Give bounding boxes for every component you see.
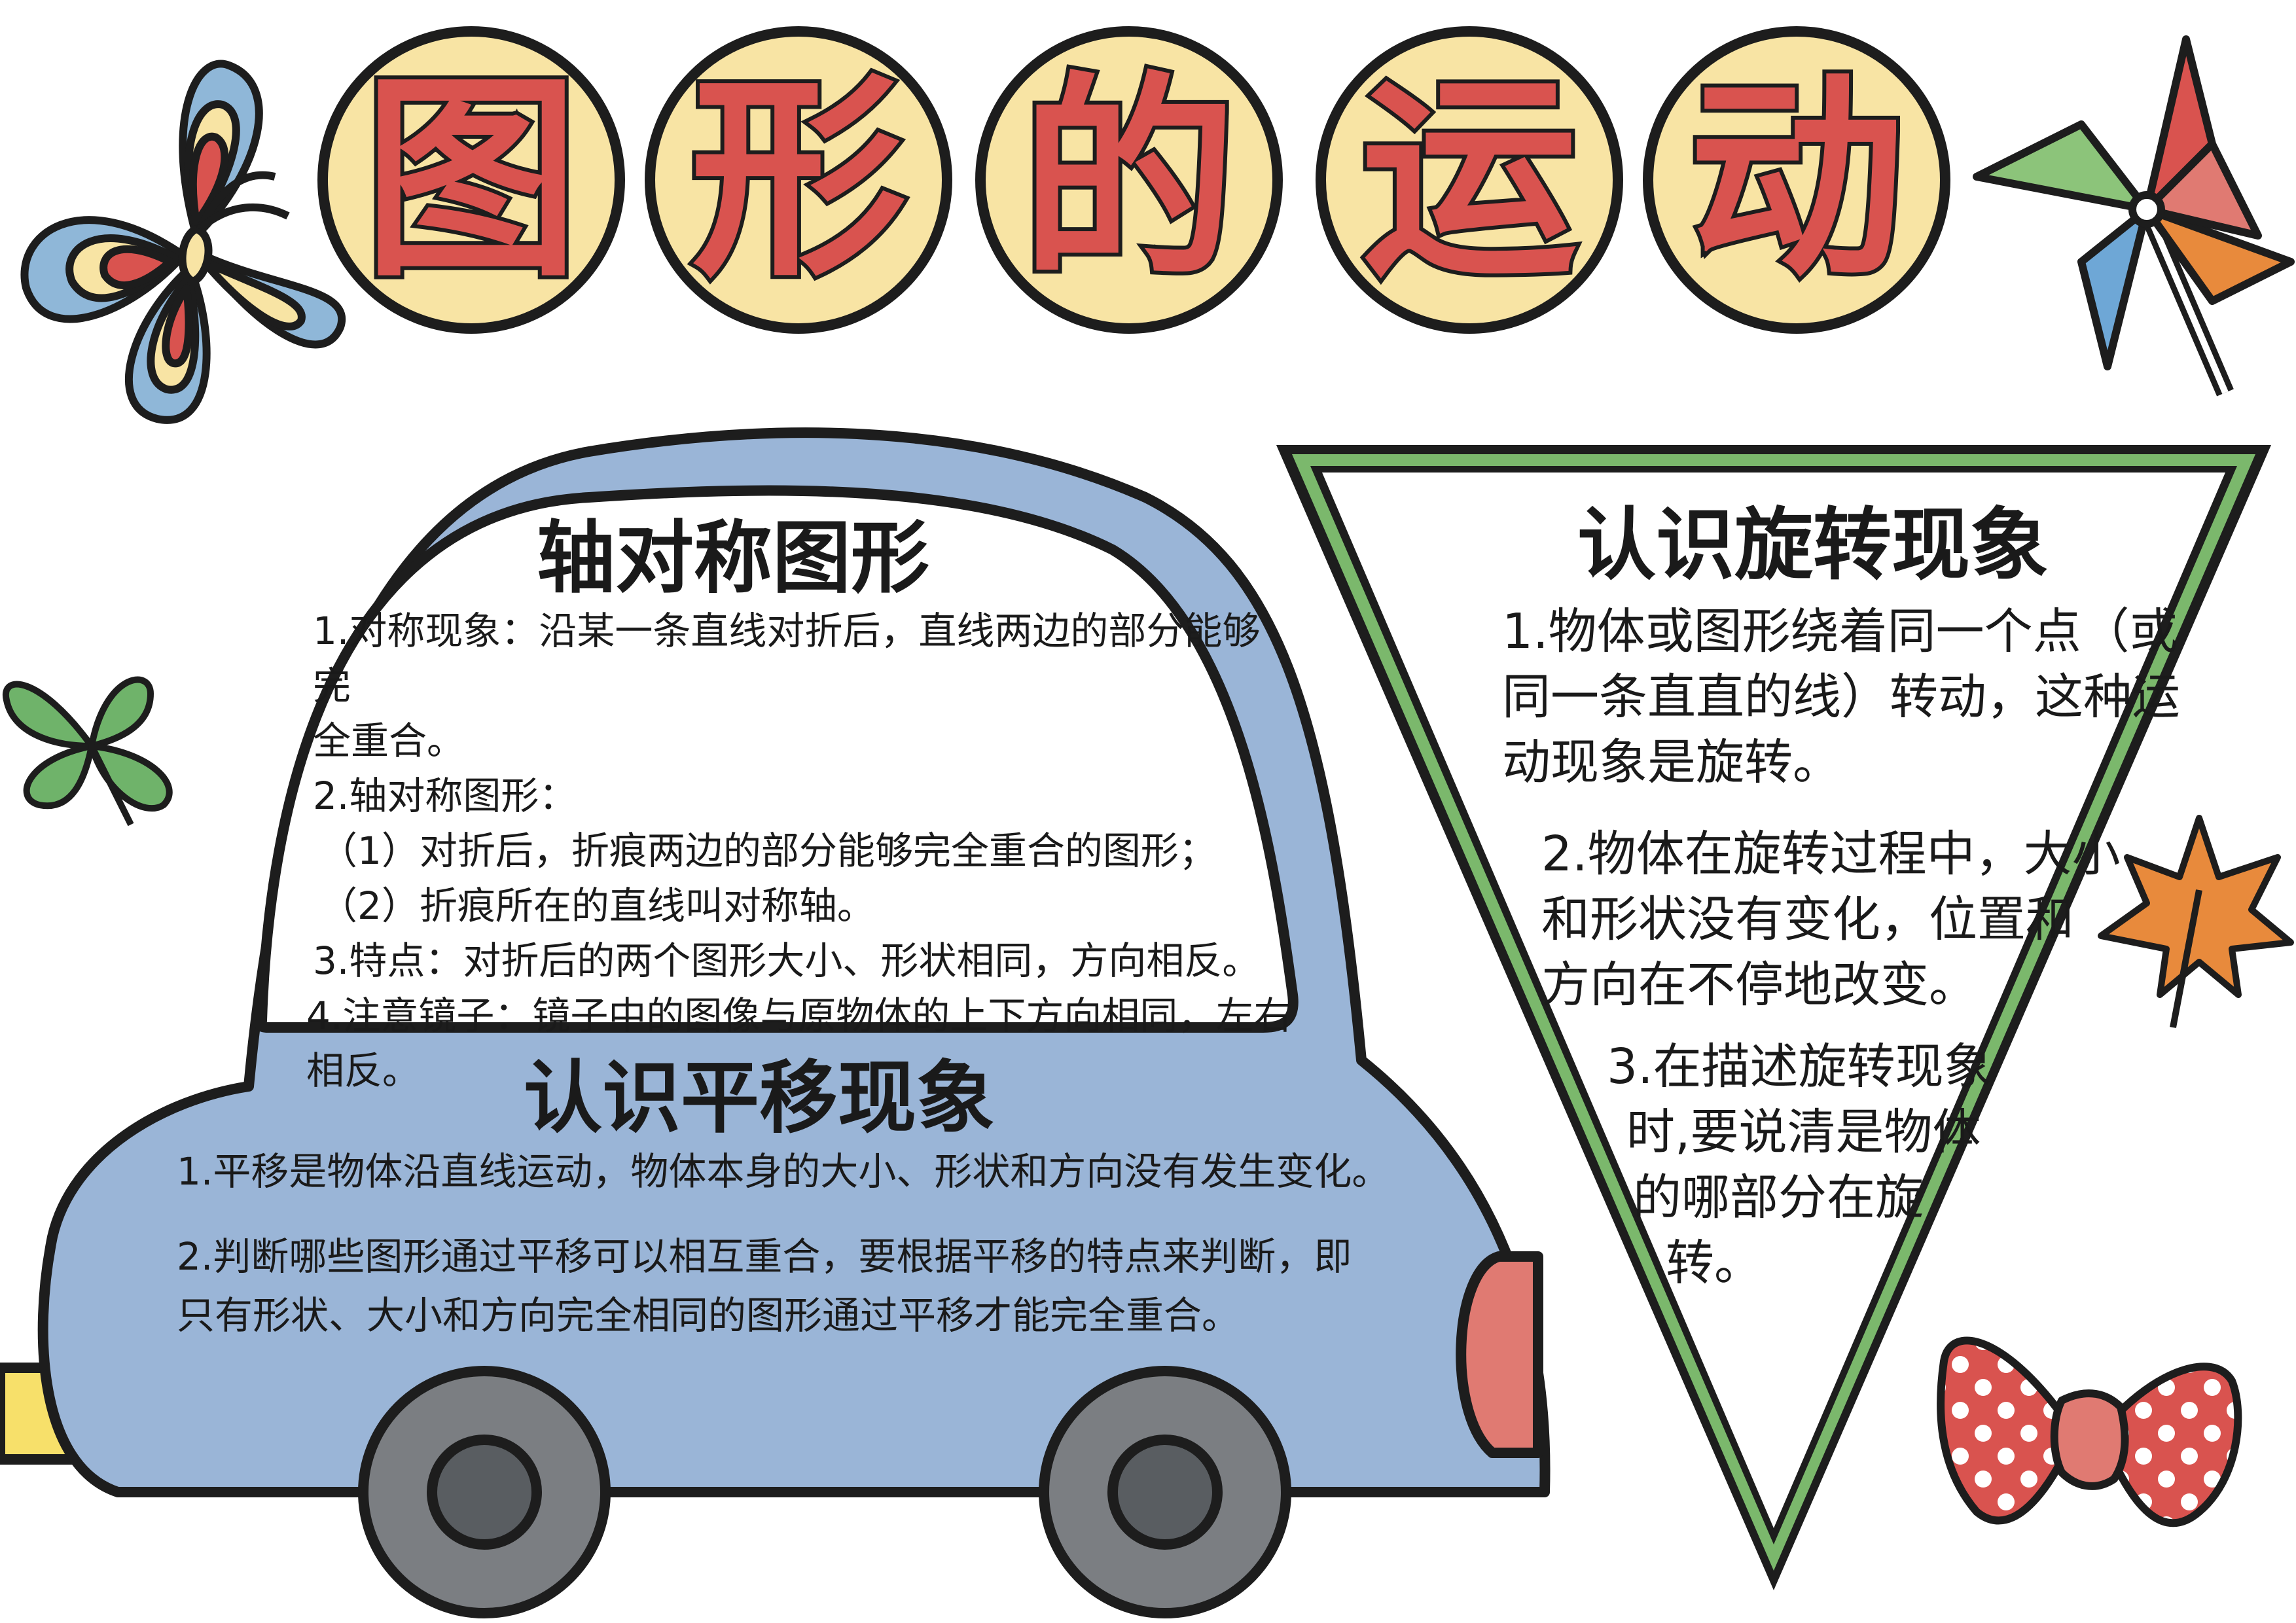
translation-p2-line1: 2.判断哪些图形通过平移可以相互重合，要根据平移的特点来判断，即 (177, 1234, 1352, 1279)
axis-symmetry-heading: 轴对称图形 (537, 513, 929, 604)
bow-icon (1937, 1336, 2242, 1527)
title-circle-2: 形 (645, 26, 952, 334)
rotation-p2: 2.物体在旋转过程中，大小 和形状没有变化，位置和 方向在不停地改变。 (1541, 821, 2121, 1018)
rotation-p3: 3.在描述旋转现象 时,要说清是物体 的哪部分在旋 转。 (1607, 1034, 1992, 1296)
rotation-p3-line2: 时,要说清是物体 (1626, 1104, 1981, 1160)
axis-line-5: （2）折痕所在的直线叫对称轴。 (319, 883, 875, 928)
title-circle-4: 运 (1316, 26, 1623, 334)
axis-line-4: （1）对折后，折痕两边的部分能够完全重合的图形； (319, 829, 1217, 873)
car-icon (0, 427, 1551, 1618)
translation-text: 1.平移是物体沿直线运动，物体本身的大小、形状和方向没有发生变化。 2.判断哪些… (177, 1142, 1420, 1345)
rotation-p3-line1: 3.在描述旋转现象 (1607, 1039, 1992, 1095)
rotation-triangle (1276, 445, 2271, 1590)
title-char: 形 (687, 54, 910, 306)
axis-line-3: 2.轴对称图形： (313, 774, 577, 818)
translation-p1: 1.平移是物体沿直线运动，物体本身的大小、形状和方向没有发生变化。 (177, 1149, 1390, 1194)
rotation-p1: 1.物体或图形绕着同一个点（或 同一条直直的线）转动，这种运 动现象是旋转。 (1502, 599, 2180, 795)
rotation-p1-line1: 1.物体或图形绕着同一个点（或 (1502, 603, 2178, 660)
leaf-icon (2, 676, 173, 827)
maple-leaf-icon (2098, 815, 2294, 1028)
rotation-p1-line2: 同一条直直的线）转动，这种运 (1502, 669, 2180, 725)
axis-line-6: 3.特点：对折后的两个图形大小、形状相同，方向相反。 (313, 938, 1261, 983)
axis-line-7: 4.注意镜子：镜子中的图像与原物体的上下方向相同，左右相反。 (306, 993, 1292, 1093)
rotation-p2-line2: 和形状没有变化，位置和 (1541, 891, 2074, 948)
title-char: 图 (359, 54, 583, 306)
title-char: 的 (1017, 54, 1241, 306)
rotation-p3-line4: 转。 (1666, 1235, 1763, 1291)
title-char: 动 (1685, 54, 1909, 306)
rotation-p2-line3: 方向在不停地改变。 (1541, 957, 1977, 1013)
translation-heading: 认识平移现象 (524, 1053, 995, 1144)
title-char: 运 (1357, 54, 1581, 306)
title-circle-5: 动 (1643, 26, 1950, 334)
axis-symmetry-text: 1.对称现象：沿某一条直线对折后，直线两边的部分能够完 全重合。 2.轴对称图形… (306, 603, 1295, 1098)
rotation-p1-line3: 动现象是旋转。 (1502, 734, 1841, 791)
title-circle-3: 的 (975, 26, 1283, 334)
axis-line-2: 全重合。 (313, 719, 465, 763)
translation-p2-line2: 只有形状、大小和方向完全相同的图形通过平移才能完全重合。 (177, 1293, 1240, 1338)
rotation-heading: 认识旋转现象 (1577, 500, 2049, 591)
rotation-p3-line3: 的哪部分在旋 (1633, 1169, 1924, 1226)
butterfly-icon (20, 60, 346, 424)
rotation-p2-line1: 2.物体在旋转过程中，大小 (1541, 826, 2121, 882)
title-circle-1: 图 (317, 26, 625, 334)
pinwheel-icon (1973, 35, 2295, 397)
axis-line-1: 1.对称现象：沿某一条直线对折后，直线两边的部分能够完 (313, 609, 1261, 708)
